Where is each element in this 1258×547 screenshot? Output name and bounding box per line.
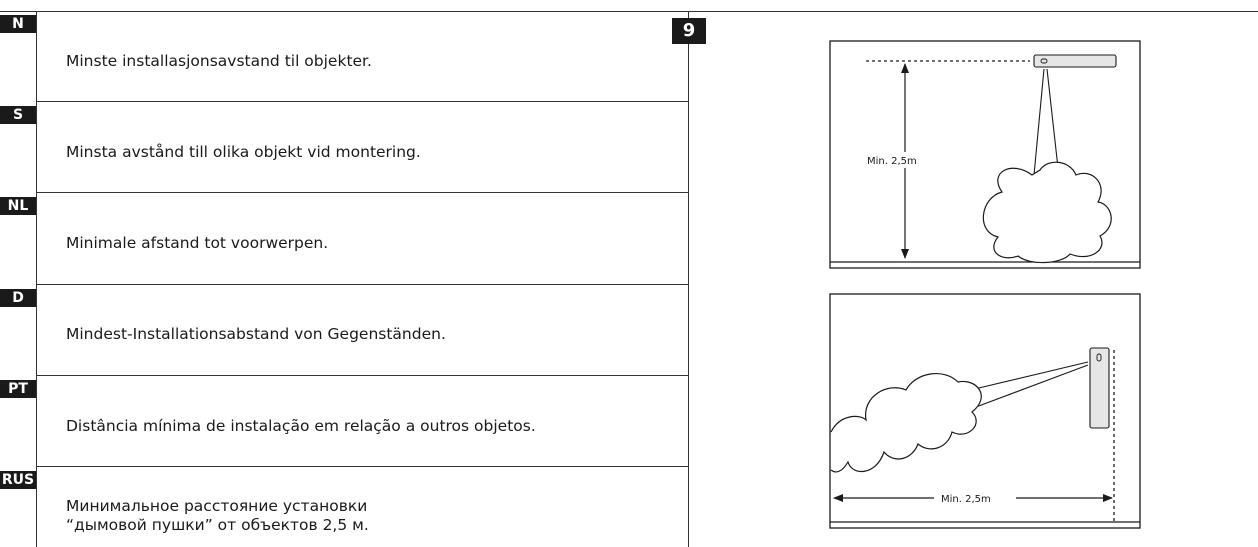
- lang-badge-d: D: [0, 289, 36, 307]
- section-divider: [36, 284, 689, 285]
- min-distance-label: Min. 2,5m: [941, 494, 991, 505]
- column-divider: [688, 11, 689, 547]
- smoke-cloud-icon: [982, 161, 1112, 264]
- lang-badge-pt: PT: [0, 380, 36, 398]
- min-distance-label: Min. 2,5m: [867, 156, 917, 167]
- section-divider: [36, 375, 689, 376]
- section-text-rus-line1: Минимальное расстояние установки: [66, 497, 368, 515]
- smoke-cloud-icon: [830, 373, 982, 473]
- smoke-stream-line: [1046, 68, 1059, 169]
- figure-number-badge: 9: [672, 18, 706, 44]
- section-text-pt: Distância mínima de instalação em relaçã…: [66, 417, 536, 435]
- nozzle-icon: [1096, 353, 1102, 362]
- section-divider: [36, 466, 689, 467]
- section-text-n: Minste installasjonsavstand til objekter…: [66, 52, 372, 70]
- section-text-d: Mindest-Installationsabstand von Gegenst…: [66, 325, 446, 343]
- label-background: [934, 490, 1016, 506]
- section-divider: [36, 192, 689, 193]
- lang-badge-nl: NL: [0, 197, 36, 215]
- top-rule: [0, 11, 1258, 12]
- smoke-stream-line: [967, 364, 1089, 411]
- label-background: [862, 152, 942, 168]
- smoke-stream-line: [1033, 68, 1045, 176]
- section-divider: [36, 101, 689, 102]
- lang-badge-n: N: [0, 15, 36, 33]
- ceiling-mount-diagram: Min. 2,5m: [829, 40, 1141, 269]
- wall-mount-diagram: Min. 2,5m: [829, 293, 1141, 529]
- left-rule: [36, 11, 37, 547]
- section-text-s: Minsta avstånd till olika objekt vid mon…: [66, 143, 421, 161]
- smoke-cannon-icon: [1033, 54, 1117, 68]
- section-text-rus-line2: “дымовой пушки” от объектов 2,5 м.: [66, 516, 369, 534]
- nozzle-icon: [1040, 58, 1048, 64]
- lang-badge-rus: RUS: [0, 471, 36, 489]
- smoke-cannon-icon: [1089, 347, 1110, 429]
- section-text-nl: Minimale afstand tot voorwerpen.: [66, 234, 329, 252]
- lang-badge-s: S: [0, 106, 36, 124]
- smoke-stream-line: [961, 361, 1089, 393]
